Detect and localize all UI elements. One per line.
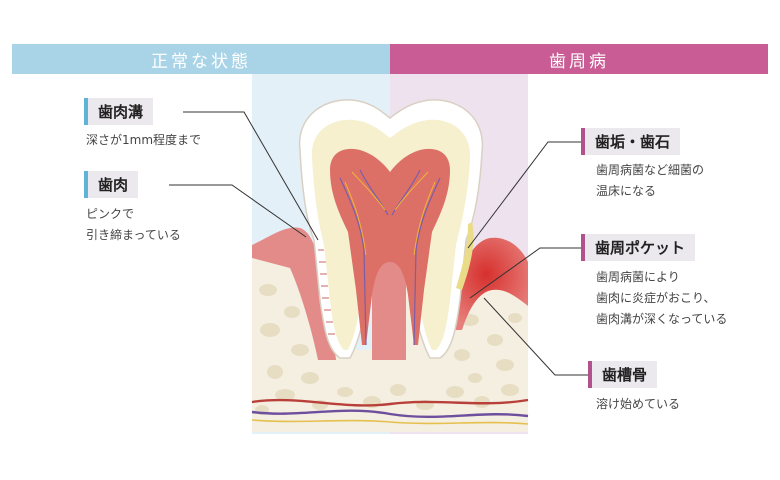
leader-sulcus xyxy=(183,111,319,241)
blood-vessels xyxy=(251,398,529,425)
pocket-title: 歯周ポケット xyxy=(595,239,686,257)
sulcus-title: 歯肉溝 xyxy=(98,103,144,121)
inflamed-gum xyxy=(444,237,528,330)
leader-gum xyxy=(169,184,307,238)
normal-state-title: 正常な状態 xyxy=(151,51,251,72)
bone-title: 歯槽骨 xyxy=(602,366,648,384)
bone-description: 溶け始めている xyxy=(596,397,681,411)
leader-bone xyxy=(483,297,588,376)
plaque-calculus xyxy=(456,222,474,290)
plaque-title: 歯垢・歯石 xyxy=(595,133,671,151)
leader-lines xyxy=(169,111,588,376)
label-bone: 歯槽骨 xyxy=(588,361,658,388)
sulcus-description: 深さが1mm程度まで xyxy=(86,133,202,147)
gum-description: ピンクで 引き締まっている xyxy=(86,207,181,242)
pocket-description: 歯周病菌により 歯肉に炎症がおこり、 歯肉溝が深くなっている xyxy=(596,270,728,326)
periodontal-disease-header: 歯周病 xyxy=(390,44,768,74)
periodontal-disease-title: 歯周病 xyxy=(549,51,609,72)
leader-pocket xyxy=(469,247,581,299)
label-gum: 歯肉 xyxy=(84,171,139,198)
label-plaque: 歯垢・歯石 xyxy=(581,128,681,155)
label-pocket: 歯周ポケット xyxy=(581,234,696,261)
normal-state-header: 正常な状態 xyxy=(12,44,390,74)
interradicular-gum xyxy=(372,259,406,360)
label-sulcus: 歯肉溝 xyxy=(84,98,154,125)
normal-gum xyxy=(252,227,336,360)
plaque-description: 歯周病菌など細菌の 温床になる xyxy=(596,163,705,198)
gum-title: 歯肉 xyxy=(98,176,129,194)
leader-plaque xyxy=(467,141,581,249)
tooth-illustration xyxy=(298,99,484,359)
